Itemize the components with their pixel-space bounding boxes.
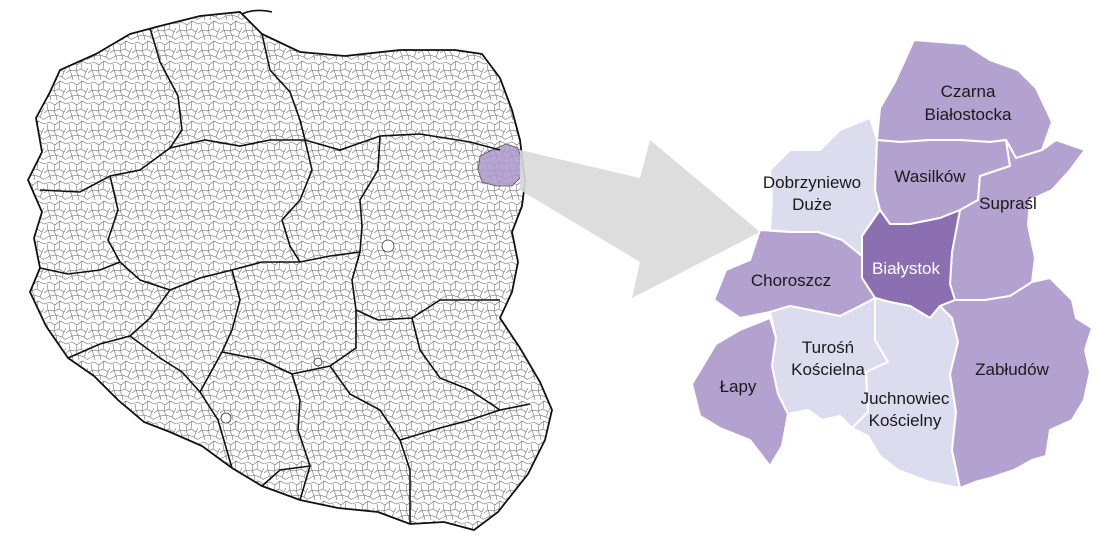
voivodeship-borders xyxy=(39,27,531,524)
municipal-borders xyxy=(28,12,552,530)
label-turosn-line1: Turośń xyxy=(802,338,854,357)
bialystok-functional-area-map: Czarna Białostocka Dobrzyniewo Duże Wasi… xyxy=(691,39,1093,489)
label-juchnowiec-line1: Juchnowiec xyxy=(861,389,950,408)
label-czarna-line1: Czarna xyxy=(941,82,996,101)
hel-peninsula xyxy=(241,9,273,15)
label-lapy: Łapy xyxy=(720,377,757,396)
label-dobrzyniewo-line2: Duże xyxy=(792,195,832,214)
label-dobrzyniewo-line1: Dobrzyniewo xyxy=(763,173,861,192)
label-czarna-line2: Białostocka xyxy=(925,105,1012,124)
poland-map xyxy=(27,9,553,531)
label-suprasl: Supraśl xyxy=(979,194,1037,213)
label-zabludow: Zabłudów xyxy=(975,360,1049,379)
label-juchnowiec-line2: Kościelny xyxy=(869,411,942,430)
poland-country-outline xyxy=(27,11,553,531)
region-lapy xyxy=(691,317,789,467)
zoom-arrow xyxy=(520,140,760,298)
label-turosn-line2: Kościelna xyxy=(791,360,865,379)
region-labels: Czarna Białostocka Dobrzyniewo Duże Wasi… xyxy=(720,82,1050,430)
region-zabludow xyxy=(939,277,1093,489)
label-bialystok: Białystok xyxy=(872,259,941,278)
label-choroszcz: Choroszcz xyxy=(751,271,831,290)
label-wasilkow: Wasilków xyxy=(894,167,966,186)
